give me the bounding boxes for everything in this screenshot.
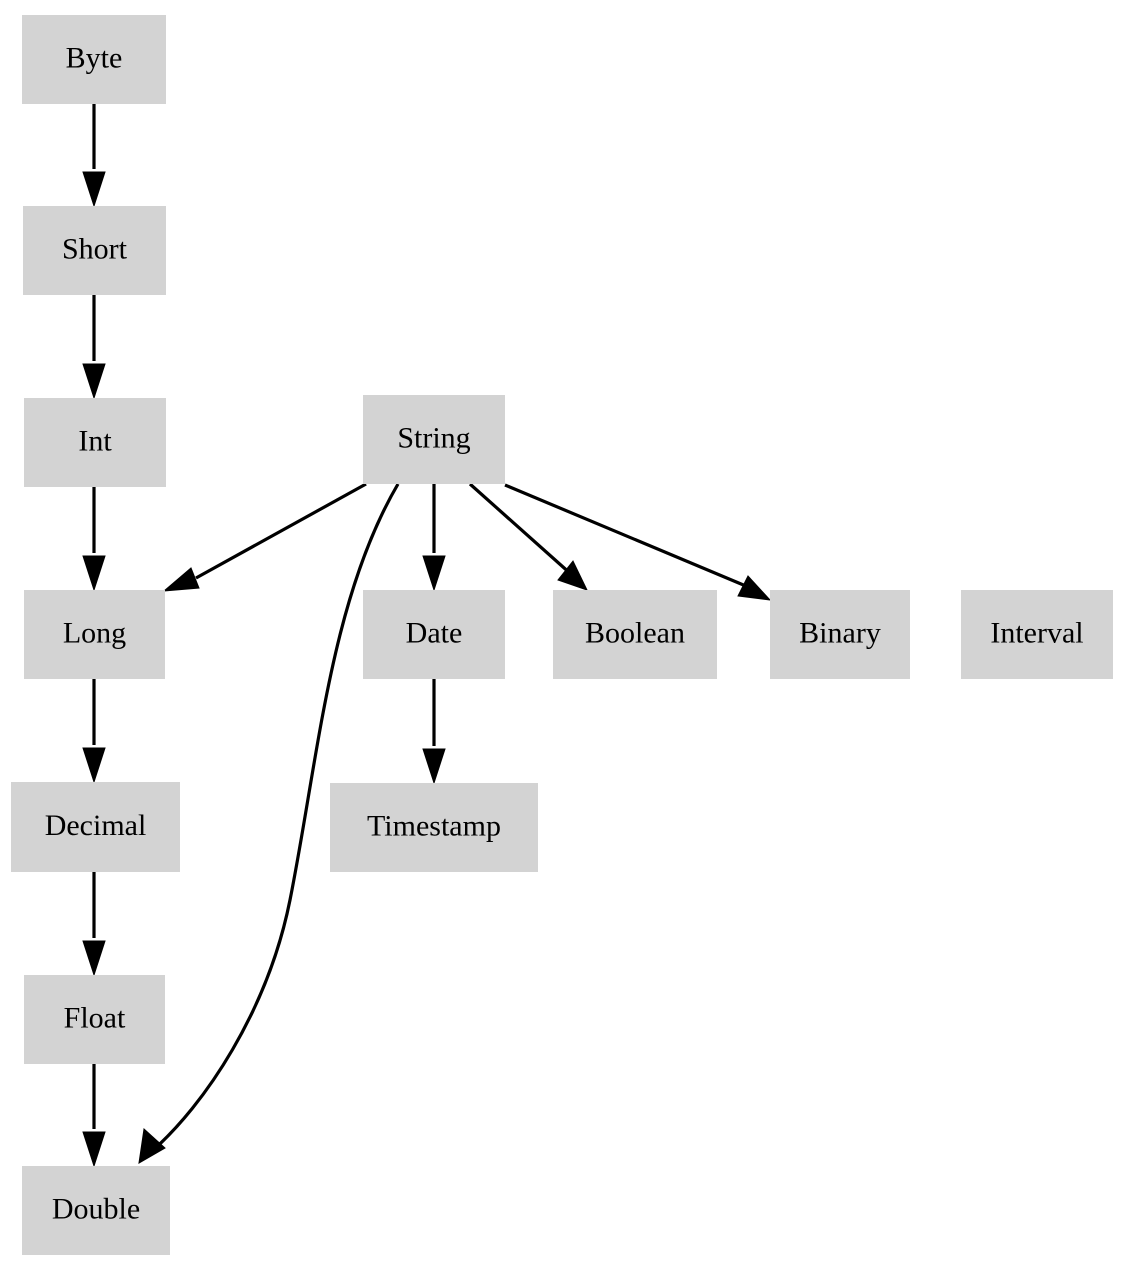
arrowhead-icon [557, 560, 588, 591]
node-label: Byte [66, 41, 123, 74]
arrowhead-icon [82, 555, 106, 592]
node-label: Boolean [585, 616, 685, 649]
node-box[interactable] [363, 590, 505, 679]
arrowhead-icon [82, 171, 106, 208]
edge-string-binary [504, 483, 772, 601]
node-boolean[interactable]: Boolean [553, 590, 717, 679]
node-box[interactable] [770, 590, 910, 679]
node-box[interactable] [330, 783, 538, 872]
node-label: Timestamp [367, 809, 501, 842]
node-string[interactable]: String [363, 395, 505, 484]
node-label: Decimal [45, 809, 147, 842]
node-box[interactable] [23, 206, 166, 295]
node-box[interactable] [363, 395, 505, 484]
node-box[interactable] [22, 1166, 170, 1255]
node-short[interactable]: Short [23, 206, 166, 295]
arrowhead-icon [422, 555, 446, 592]
node-decimal[interactable]: Decimal [11, 782, 180, 872]
node-int[interactable]: Int [24, 398, 166, 487]
arrowhead-icon [82, 363, 106, 400]
edge-string-boolean [468, 482, 588, 591]
node-binary[interactable]: Binary [770, 590, 910, 679]
node-box[interactable] [24, 590, 165, 679]
node-label: Short [62, 232, 128, 265]
edge-string-date [422, 484, 446, 592]
edge-int-long [82, 487, 106, 592]
edge-float-double [82, 1064, 106, 1168]
node-double[interactable]: Double [22, 1166, 170, 1255]
arrowhead-icon [138, 1128, 166, 1164]
node-timestamp[interactable]: Timestamp [330, 783, 538, 872]
edge-string-double [138, 483, 400, 1164]
node-box[interactable] [553, 590, 717, 679]
node-date[interactable]: Date [363, 590, 505, 679]
node-float[interactable]: Float [24, 975, 165, 1064]
edges-layer [82, 104, 772, 1168]
edge-line [149, 483, 400, 1154]
edge-short-int [82, 295, 106, 400]
node-label: Binary [799, 616, 881, 649]
node-long[interactable]: Long [24, 590, 165, 679]
edge-line [504, 483, 754, 591]
node-box[interactable] [11, 782, 180, 872]
node-interval[interactable]: Interval [961, 590, 1113, 679]
node-label: Long [63, 616, 126, 649]
node-label: Date [406, 616, 463, 649]
node-label: Int [78, 424, 112, 457]
edge-byte-short [82, 104, 106, 208]
edge-decimal-float [82, 872, 106, 977]
edge-line [195, 482, 367, 580]
arrowhead-icon [737, 575, 772, 601]
arrowhead-icon [82, 747, 106, 784]
node-label: Double [52, 1192, 140, 1225]
arrowhead-icon [162, 567, 200, 592]
edge-long-decimal [82, 679, 106, 784]
edge-string-long [162, 482, 367, 592]
edge-line [468, 482, 574, 577]
node-box[interactable] [24, 975, 165, 1064]
arrowhead-icon [422, 748, 446, 785]
node-byte[interactable]: Byte [22, 15, 166, 104]
arrowhead-icon [82, 1131, 106, 1168]
edge-date-timestamp [422, 679, 446, 785]
node-label: String [397, 421, 470, 454]
node-label: Float [64, 1001, 126, 1034]
node-box[interactable] [961, 590, 1113, 679]
node-box[interactable] [24, 398, 166, 487]
node-label: Interval [990, 616, 1083, 649]
node-box[interactable] [22, 15, 166, 104]
arrowhead-icon [82, 940, 106, 977]
